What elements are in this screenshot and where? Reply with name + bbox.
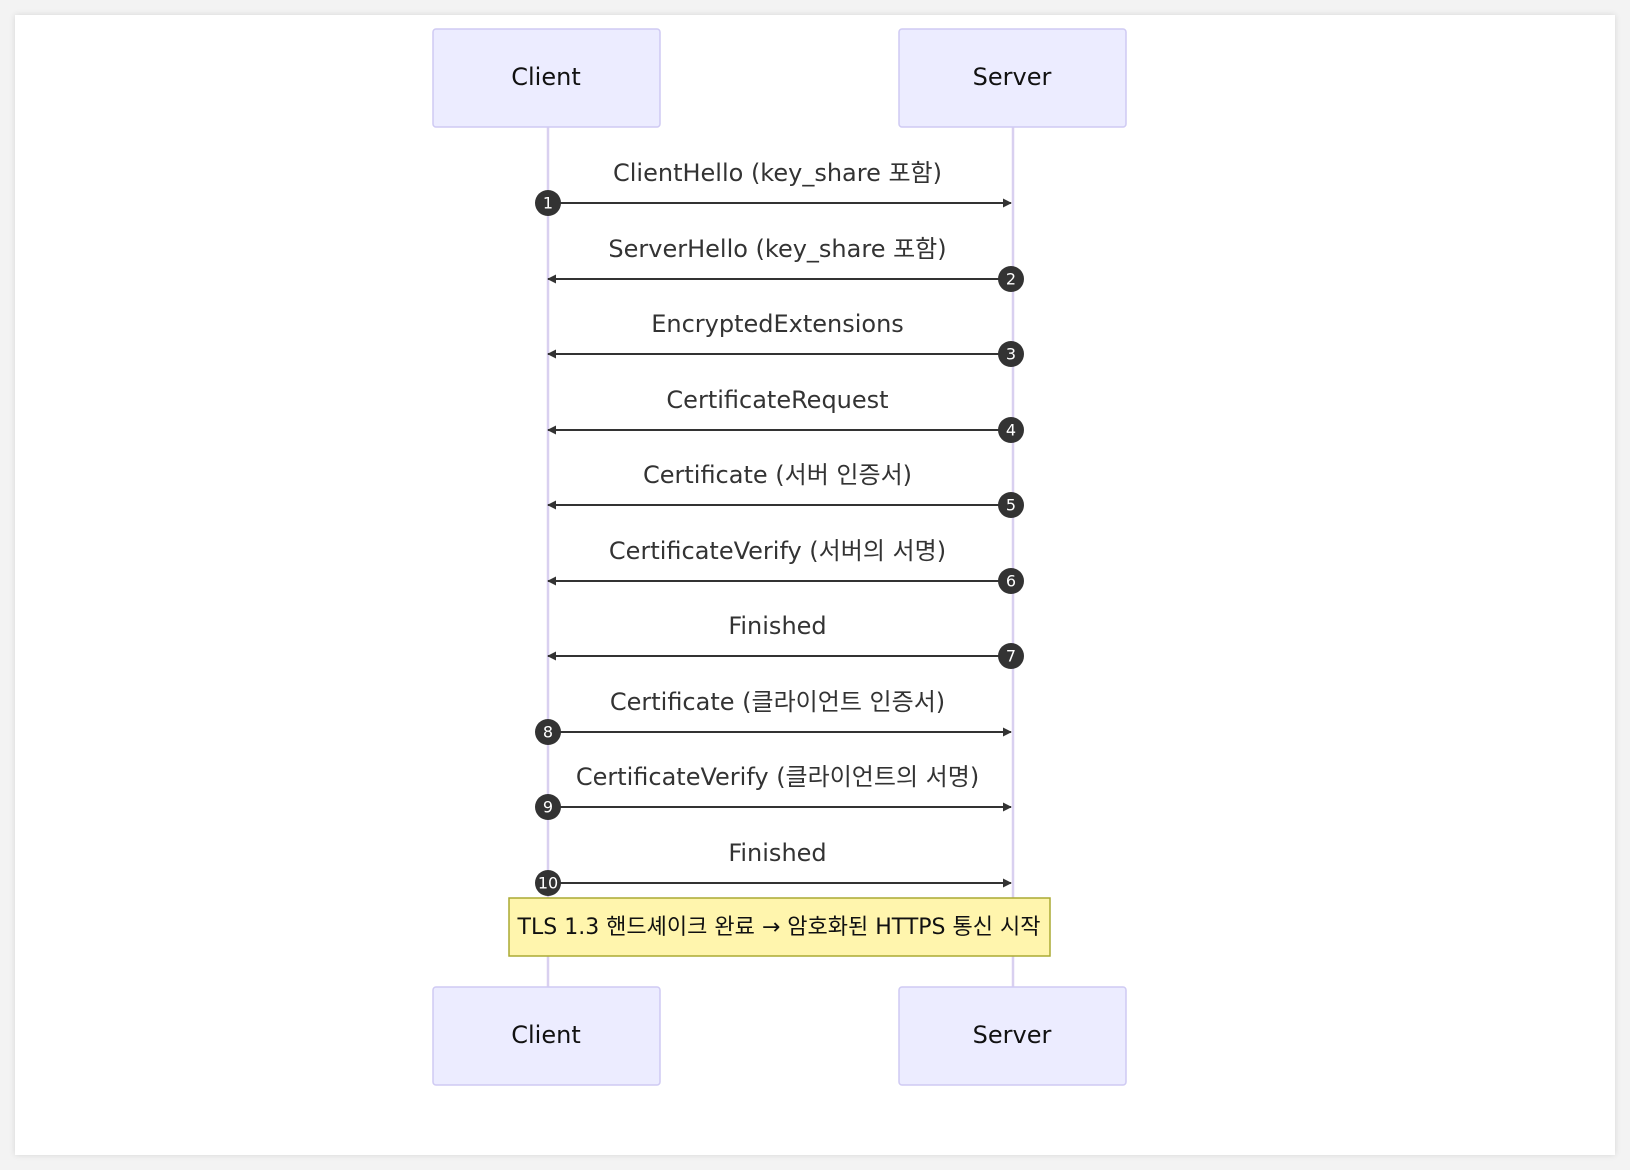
message-label: Finished bbox=[728, 839, 826, 867]
sequence-number: 5 bbox=[1006, 496, 1016, 515]
message-label: ServerHello (key_share 포함) bbox=[608, 235, 946, 263]
sequence-number-badge bbox=[998, 341, 1024, 367]
sequence-number: 6 bbox=[1006, 572, 1016, 591]
message-2: ServerHello (key_share 포함) 2 bbox=[547, 235, 1024, 292]
sequence-number-badge bbox=[998, 643, 1024, 669]
sequence-number: 7 bbox=[1006, 647, 1016, 666]
actor-client-bottom-label: Client bbox=[511, 1021, 580, 1049]
actor-client-top-label: Client bbox=[511, 63, 580, 91]
sequence-number-badge bbox=[998, 568, 1024, 594]
actor-server-top: Server bbox=[898, 28, 1127, 128]
sequence-number-badge bbox=[998, 492, 1024, 518]
sequence-number: 2 bbox=[1006, 270, 1016, 289]
sequence-diagram: Client Server ClientHello (key_share 포함)… bbox=[432, 28, 1127, 1086]
sequence-number-badge bbox=[535, 870, 561, 896]
sequence-number-badge bbox=[998, 417, 1024, 443]
sequence-number: 3 bbox=[1006, 345, 1016, 364]
message-8: Certificate (클라이언트 인증서) 8 bbox=[535, 688, 1012, 745]
message-9: CertificateVerify (클라이언트의 서명) 9 bbox=[535, 763, 1012, 820]
message-4: CertificateRequest 4 bbox=[547, 386, 1024, 443]
message-label: EncryptedExtensions bbox=[651, 310, 904, 338]
message-5: Certificate (서버 인증서) 5 bbox=[547, 461, 1024, 518]
note-text: TLS 1.3 핸드셰이크 완료 → 암호화된 HTTPS 통신 시작 bbox=[517, 915, 1041, 940]
note: TLS 1.3 핸드셰이크 완료 → 암호화된 HTTPS 통신 시작 bbox=[508, 897, 1051, 957]
diagram-card: Client Server ClientHello (key_share 포함)… bbox=[15, 15, 1615, 1155]
message-label: Certificate (서버 인증서) bbox=[643, 461, 912, 489]
sequence-number: 1 bbox=[543, 194, 553, 213]
actor-server-bottom-label: Server bbox=[973, 1021, 1052, 1049]
message-label: Finished bbox=[728, 612, 826, 640]
actor-client-bottom: Client bbox=[432, 986, 661, 1086]
sequence-number: 10 bbox=[538, 874, 558, 893]
message-3: EncryptedExtensions 3 bbox=[547, 310, 1024, 367]
sequence-number-badge bbox=[998, 266, 1024, 292]
sequence-number: 9 bbox=[543, 798, 553, 817]
sequence-number: 4 bbox=[1006, 421, 1016, 440]
message-label: CertificateRequest bbox=[666, 386, 888, 414]
message-label: ClientHello (key_share 포함) bbox=[613, 159, 942, 187]
actor-server-top-label: Server bbox=[973, 63, 1052, 91]
sequence-number-badge bbox=[535, 794, 561, 820]
sequence-number-badge bbox=[535, 190, 561, 216]
message-label: CertificateVerify (서버의 서명) bbox=[609, 537, 946, 565]
sequence-number-badge bbox=[535, 719, 561, 745]
message-label: CertificateVerify (클라이언트의 서명) bbox=[576, 763, 979, 791]
note-box bbox=[508, 897, 1051, 957]
sequence-number: 8 bbox=[543, 723, 553, 742]
message-1: ClientHello (key_share 포함) 1 bbox=[535, 159, 1012, 216]
message-7: Finished 7 bbox=[547, 612, 1024, 669]
actor-server-bottom: Server bbox=[898, 986, 1127, 1086]
actor-client-top: Client bbox=[432, 28, 661, 128]
message-6: CertificateVerify (서버의 서명) 6 bbox=[547, 537, 1024, 594]
message-10: Finished 10 bbox=[535, 839, 1012, 896]
message-label: Certificate (클라이언트 인증서) bbox=[610, 688, 945, 716]
